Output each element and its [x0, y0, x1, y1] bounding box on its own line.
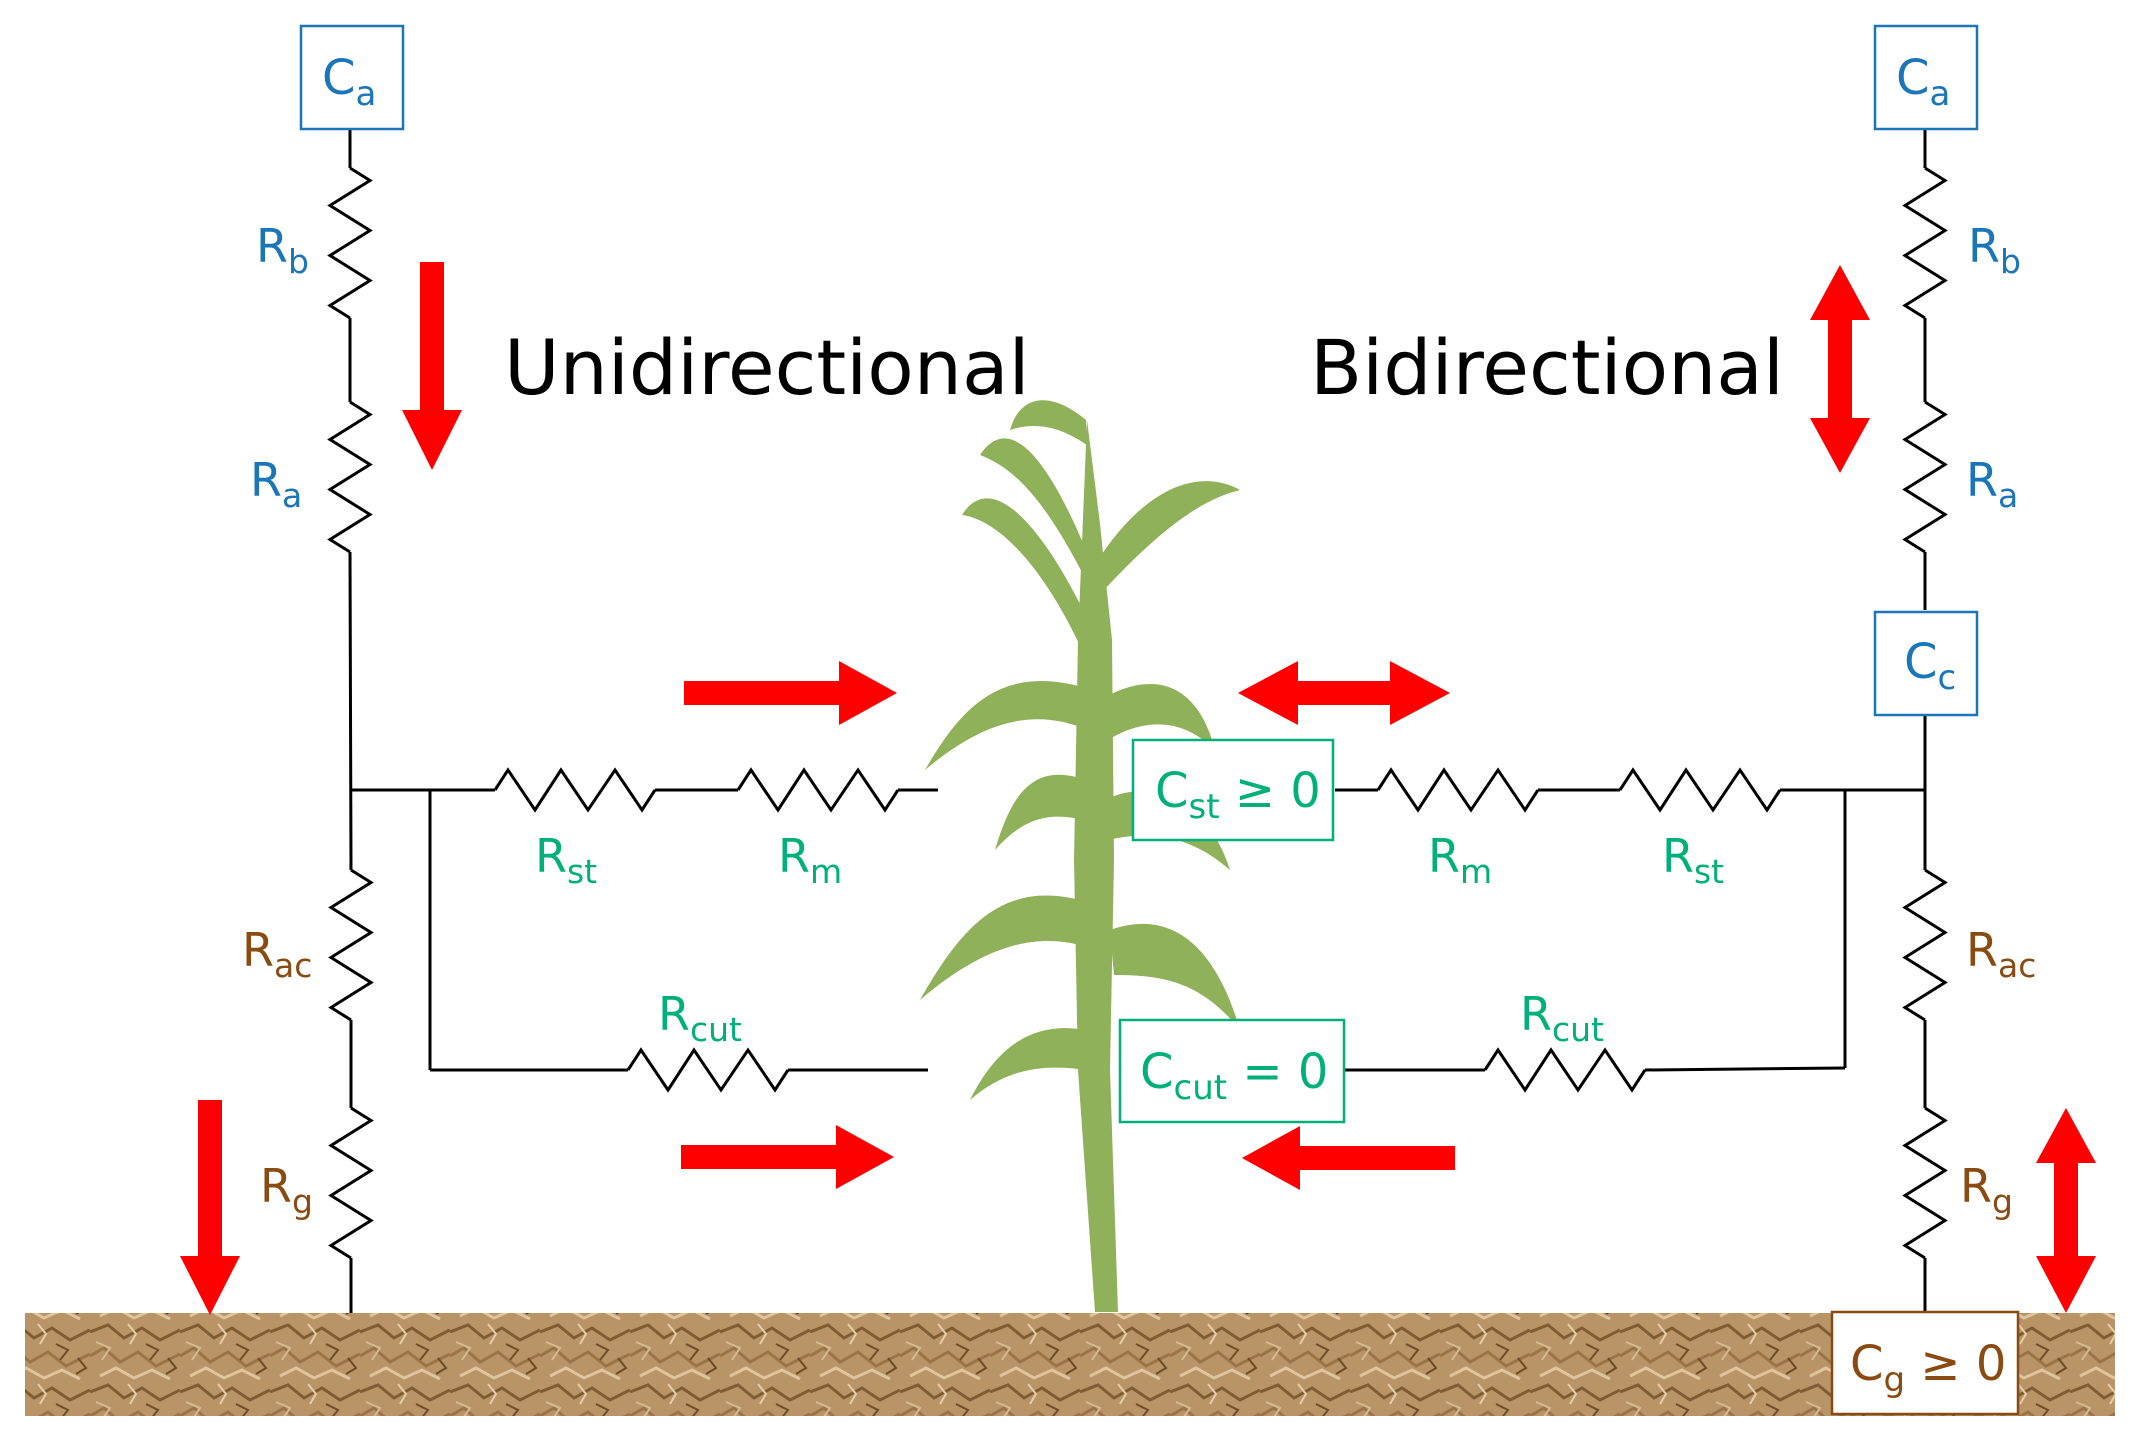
box-cg	[1830, 1310, 2020, 1416]
box-cc-right	[1873, 610, 1979, 717]
arrow-down-upper-left	[402, 262, 462, 470]
resistor-rg-right	[1902, 1106, 1948, 1260]
resistor-rm-left	[736, 767, 900, 813]
resistor-rac-right	[1902, 868, 1948, 1022]
box-ca-left	[299, 24, 405, 131]
arrow-updown-ground-right	[2036, 1108, 2096, 1313]
corn-plant	[920, 400, 1240, 1312]
label-cc-right: Cc	[1904, 634, 1956, 698]
title-bidirectional: Bidirectional	[1310, 323, 1784, 412]
label-ccut: Ccut = 0	[1140, 1044, 1328, 1108]
arrow-right-cuticle-left	[681, 1125, 894, 1189]
label-rac-left: Rac	[242, 923, 312, 985]
resistor-ra-right	[1902, 400, 1948, 554]
title-unidirectional: Unidirectional	[504, 323, 1030, 412]
box-ccut	[1118, 1018, 1346, 1124]
arrow-down-ground-left	[180, 1100, 240, 1315]
arrow-updown-upper-right	[1810, 265, 1870, 473]
resistor-rst-left	[493, 767, 657, 813]
resistor-rac-left	[328, 868, 374, 1022]
label-rg-right: Rg	[1960, 1159, 2013, 1221]
resistor-rb-left	[327, 166, 373, 320]
label-rb-right: Rb	[1968, 219, 2021, 281]
resistor-rst-right	[1618, 767, 1782, 813]
label-rcut-left: Rcut	[658, 987, 742, 1049]
resistor-rm-right	[1376, 767, 1540, 813]
resistor-rb-right	[1902, 166, 1948, 320]
concentration-boxes	[299, 24, 2020, 1416]
label-rcut-right: Rcut	[1520, 987, 1604, 1049]
label-rb-left: Rb	[256, 219, 309, 281]
flux-arrows	[180, 262, 2096, 1315]
resistor-rg-left	[328, 1106, 374, 1260]
label-ra-right: Ra	[1966, 453, 2018, 515]
label-rm-right: Rm	[1428, 829, 1492, 891]
resistor-rcut-right	[1483, 1047, 1647, 1093]
label-rac-right: Rac	[1966, 923, 2036, 985]
box-ca-right	[1873, 24, 1979, 131]
resistors	[327, 166, 1948, 1260]
label-rm-left: Rm	[778, 829, 842, 891]
soil-ground	[25, 1313, 2115, 1416]
arrow-left-cuticle-right	[1242, 1126, 1455, 1190]
resistor-ra-left	[327, 400, 373, 554]
arrow-leftright-stomatal-right	[1238, 661, 1450, 725]
circuit-wires	[348, 130, 1927, 1313]
label-cst: Cst ≥ 0	[1155, 763, 1321, 827]
box-cst	[1131, 738, 1335, 842]
label-ca-left: Ca	[322, 50, 376, 114]
resistor-rcut-left	[626, 1047, 790, 1093]
label-cg: Cg ≥ 0	[1850, 1336, 2006, 1400]
label-rst-left: Rst	[535, 829, 597, 891]
label-rg-left: Rg	[260, 1159, 313, 1221]
label-ra-left: Ra	[250, 453, 302, 515]
arrow-right-stomatal-left	[684, 661, 897, 725]
label-ca-right: Ca	[1896, 50, 1950, 114]
label-rst-right: Rst	[1662, 829, 1724, 891]
